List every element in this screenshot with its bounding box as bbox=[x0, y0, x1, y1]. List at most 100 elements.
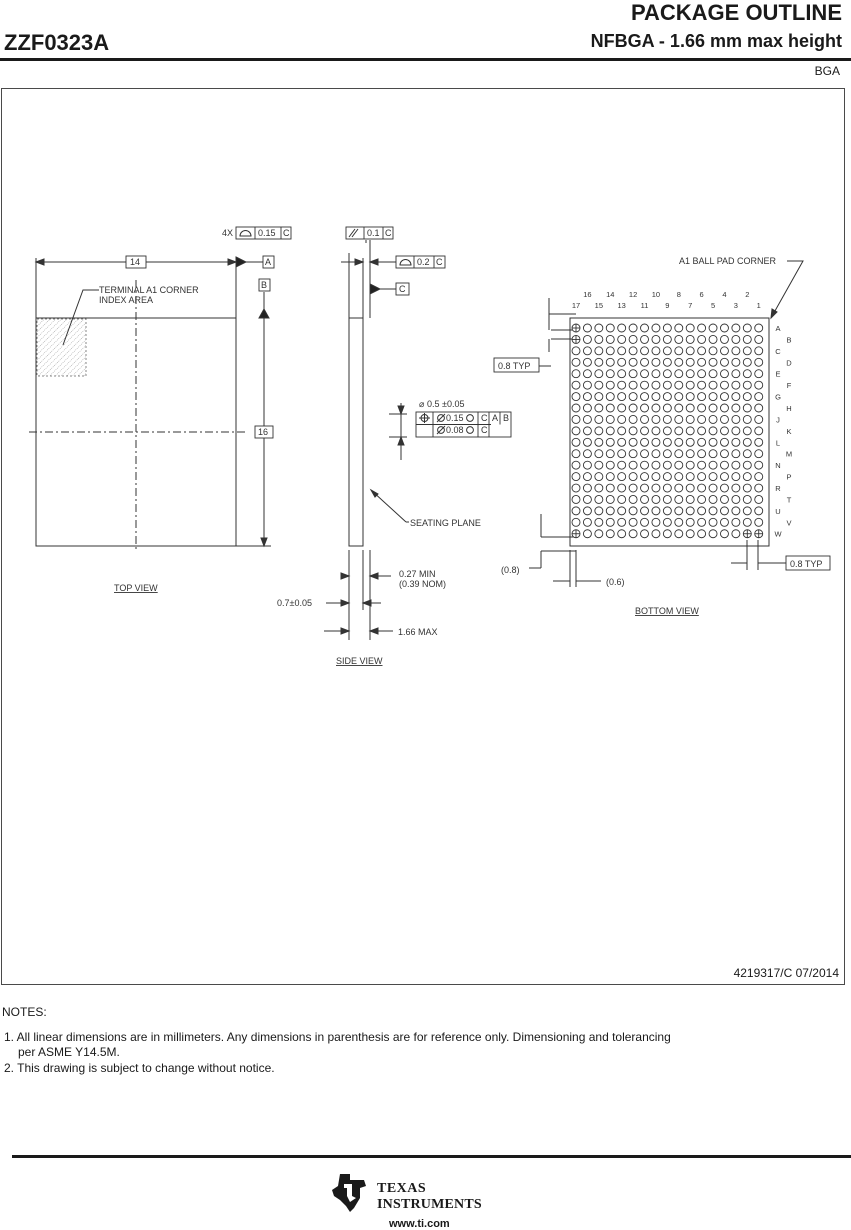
solder-ball bbox=[697, 369, 707, 379]
standoff-nom: (0.39 NOM) bbox=[399, 579, 446, 589]
solder-ball bbox=[640, 414, 649, 424]
row-label-left: R bbox=[775, 484, 781, 493]
solder-ball bbox=[742, 346, 752, 356]
row-label-left: G bbox=[775, 393, 781, 402]
solder-ball bbox=[742, 483, 752, 493]
solder-ball bbox=[674, 529, 684, 539]
pitch-v-box bbox=[493, 357, 540, 373]
solder-ball bbox=[594, 495, 604, 504]
row-label-right: H bbox=[786, 404, 791, 413]
solder-ball bbox=[582, 437, 592, 447]
col-label-bottom: 13 bbox=[618, 301, 626, 310]
solder-ball bbox=[651, 517, 661, 527]
solder-ball bbox=[617, 357, 627, 367]
solder-ball bbox=[754, 392, 764, 402]
solder-ball bbox=[571, 346, 581, 356]
solder-ball bbox=[640, 323, 649, 333]
solder-ball bbox=[605, 517, 615, 527]
solder-ball bbox=[651, 449, 661, 459]
row-label-right: T bbox=[787, 495, 792, 504]
parallel-value: 0.1 bbox=[367, 228, 380, 238]
solder-ball bbox=[685, 414, 695, 424]
solder-ball bbox=[617, 506, 627, 516]
row-label-left: J bbox=[776, 415, 780, 424]
solder-ball bbox=[685, 437, 695, 447]
solder-ball bbox=[731, 495, 741, 504]
solder-ball bbox=[708, 449, 718, 459]
ball-dia: 0.5 ±0.05 bbox=[427, 399, 464, 409]
row-label-left: W bbox=[774, 530, 782, 539]
pos-tol-1: 0.15 bbox=[446, 413, 464, 423]
solder-ball bbox=[742, 506, 752, 516]
solder-ball bbox=[571, 437, 581, 447]
solder-ball bbox=[754, 403, 764, 413]
solder-ball bbox=[651, 346, 661, 356]
solder-ball bbox=[720, 357, 729, 367]
solder-ball bbox=[594, 517, 604, 527]
solder-ball bbox=[685, 449, 695, 459]
solder-ball bbox=[742, 437, 752, 447]
solder-ball bbox=[742, 369, 752, 379]
ti-url[interactable]: www.ti.com bbox=[389, 1218, 450, 1230]
solder-ball bbox=[628, 346, 638, 356]
solder-ball bbox=[754, 460, 764, 470]
flatness-count: 4X bbox=[222, 228, 233, 238]
solder-ball bbox=[720, 437, 729, 447]
pitch-h-box bbox=[785, 555, 831, 571]
solder-ball bbox=[697, 529, 707, 539]
solder-ball bbox=[628, 437, 638, 447]
solder-ball bbox=[582, 357, 592, 367]
solder-ball bbox=[731, 472, 741, 482]
solder-ball bbox=[697, 357, 707, 367]
solder-ball bbox=[720, 334, 729, 344]
solder-ball bbox=[662, 380, 672, 390]
solder-ball bbox=[685, 472, 695, 482]
solder-ball bbox=[628, 449, 638, 459]
solder-ball bbox=[754, 323, 764, 333]
solder-ball bbox=[720, 529, 729, 539]
solder-ball bbox=[640, 517, 649, 527]
top-view-caption: TOP VIEW bbox=[114, 583, 158, 593]
solder-ball bbox=[605, 357, 615, 367]
solder-ball bbox=[754, 495, 764, 504]
solder-ball bbox=[628, 460, 638, 470]
pos-tol-2-datum-c: C bbox=[481, 425, 488, 435]
solder-ball bbox=[582, 369, 592, 379]
profile-datum: C bbox=[436, 257, 443, 267]
col-label-top: 2 bbox=[745, 290, 749, 299]
solder-ball bbox=[754, 472, 764, 482]
pitch-v: 0.8 TYP bbox=[498, 361, 530, 371]
solder-ball bbox=[720, 414, 729, 424]
row-label-left: C bbox=[775, 347, 781, 356]
solder-ball bbox=[617, 369, 627, 379]
drawing-number: 4219317/C 07/2014 bbox=[733, 966, 839, 980]
solder-ball bbox=[582, 449, 592, 459]
solder-ball bbox=[674, 483, 684, 493]
solder-ball bbox=[617, 483, 627, 493]
solder-ball bbox=[674, 380, 684, 390]
solder-ball bbox=[674, 449, 684, 459]
solder-ball bbox=[617, 334, 627, 344]
solder-ball bbox=[697, 334, 707, 344]
flatness-value: 0.15 bbox=[258, 228, 276, 238]
solder-ball bbox=[617, 529, 627, 539]
solder-ball bbox=[628, 334, 638, 344]
solder-ball bbox=[651, 460, 661, 470]
solder-ball bbox=[605, 346, 615, 356]
solder-ball bbox=[640, 392, 649, 402]
solder-ball bbox=[617, 403, 627, 413]
solder-ball bbox=[731, 346, 741, 356]
row-label-left: N bbox=[775, 461, 780, 470]
solder-ball bbox=[605, 495, 615, 504]
datum-a: A bbox=[265, 257, 271, 267]
solder-ball bbox=[640, 460, 649, 470]
max-height: 1.66 MAX bbox=[398, 627, 438, 637]
solder-ball bbox=[571, 414, 581, 424]
part-number: ZZF0323A bbox=[4, 30, 110, 55]
col-label-top: 10 bbox=[652, 290, 660, 299]
solder-ball bbox=[731, 392, 741, 402]
solder-ball bbox=[685, 334, 695, 344]
solder-ball bbox=[582, 495, 592, 504]
solder-ball bbox=[754, 357, 764, 367]
solder-ball bbox=[754, 369, 764, 379]
